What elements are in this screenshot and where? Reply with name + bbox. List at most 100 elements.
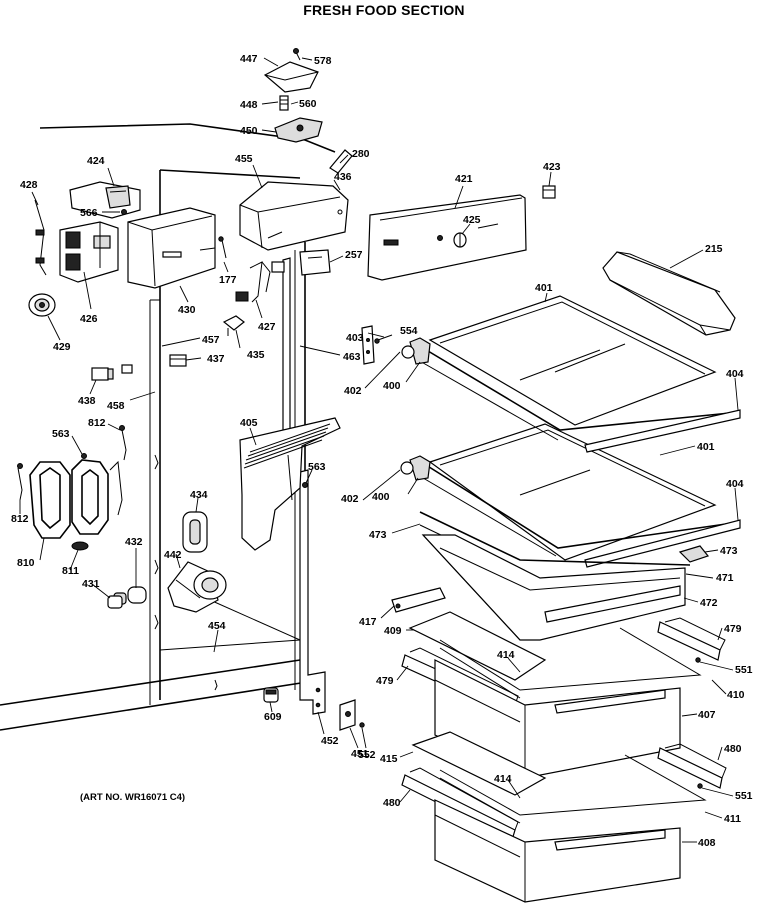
clip-437-part: [169, 354, 187, 367]
fan-blade-part: [28, 293, 56, 317]
shelf-rail-404b-part: [584, 519, 741, 568]
screw-551b-part: [697, 783, 703, 789]
callout-401-upper: 401: [535, 282, 553, 294]
callout-403: 403: [346, 332, 364, 344]
small-screw-part: [121, 209, 127, 215]
callout-414-upper: 414: [497, 649, 515, 661]
callout-411: 411: [724, 813, 741, 825]
shelf-support-403-part: [361, 325, 375, 365]
callout-812-lower: 812: [11, 513, 29, 525]
light-423-part: [542, 185, 556, 199]
plug-438-part: [91, 367, 114, 381]
wire-connector-part: [235, 261, 285, 303]
callout-177: 177: [219, 274, 237, 286]
callout-402-upper: 402: [344, 385, 362, 397]
slide-479a-part: [657, 617, 726, 661]
shelf-frame-lower-part: [400, 455, 741, 557]
control-box-part: [127, 207, 216, 289]
callout-423: 423: [543, 161, 561, 173]
screw-554-part: [374, 334, 393, 344]
callout-400-upper: 400: [383, 380, 401, 392]
control-housing-part: [239, 181, 349, 251]
callout-427: 427: [258, 321, 276, 333]
callout-402-lower: 402: [341, 493, 359, 505]
callout-566: 566: [80, 207, 98, 219]
callout-554: 554: [400, 325, 418, 337]
callout-458: 458: [107, 400, 125, 412]
crisper-drawer-407-part: [434, 659, 681, 779]
callout-479-right: 479: [724, 623, 742, 635]
knob-425-part: [453, 232, 467, 248]
callout-labels: 447 578 448 560 450 280 424 455 436 428 …: [11, 53, 753, 849]
callout-215: 215: [705, 243, 723, 255]
screw-177-part: [218, 236, 227, 259]
socket-431-part: [107, 595, 123, 609]
fan-motor-part: [69, 181, 141, 219]
evaporator-cover-part: [59, 221, 119, 283]
damper-434-part: [182, 511, 208, 553]
callout-455: 455: [235, 153, 253, 165]
callout-471: 471: [716, 572, 734, 584]
callout-408: 408: [698, 837, 716, 849]
callout-563-left: 563: [52, 428, 70, 440]
crisper-glass-409-part: [408, 611, 547, 681]
callout-454: 454: [208, 620, 226, 632]
callout-578: 578: [314, 55, 332, 67]
callout-280: 280: [352, 148, 370, 160]
lower-glass-shelf-part: [428, 423, 717, 561]
pan-frame-414b-part: [439, 754, 707, 824]
callout-563-mid: 563: [308, 461, 326, 473]
bracket-451-part: [339, 699, 356, 731]
callout-430: 430: [178, 304, 196, 316]
callout-457: 457: [202, 334, 220, 346]
callout-473-left: 473: [369, 529, 387, 541]
crisper-pan-upper-part: [421, 534, 686, 641]
clip-812-part: [17, 425, 127, 501]
callout-442: 442: [164, 549, 182, 561]
callout-438: 438: [78, 395, 96, 407]
callout-425: 425: [463, 214, 481, 226]
callout-479-left: 479: [376, 675, 394, 687]
callout-407: 407: [698, 709, 716, 721]
callout-415: 415: [380, 753, 398, 765]
callout-448: 448: [240, 99, 258, 111]
wire-harness-part: [34, 199, 47, 276]
shelf-frame-upper-part: [401, 337, 741, 441]
pan-frame-414a-part: [439, 627, 702, 699]
callout-437: 437: [207, 353, 225, 365]
thermostat-part: [299, 249, 331, 276]
callout-257: 257: [345, 249, 363, 261]
callout-552: 552: [358, 749, 376, 761]
screw-552-part: [359, 722, 365, 728]
light-shield-part: [263, 61, 319, 93]
hinge-609-part: [263, 687, 279, 703]
callout-560: 560: [299, 98, 317, 110]
crisper-glass-415-part: [411, 731, 547, 796]
slide-480a-part: [657, 743, 727, 789]
callout-424: 424: [87, 155, 105, 167]
callout-405: 405: [240, 417, 258, 429]
callout-435: 435: [247, 349, 265, 361]
label-square-part: [121, 364, 133, 374]
drawer-guide-417-part: [391, 587, 446, 613]
callout-609: 609: [264, 711, 282, 723]
callout-480-left: 480: [383, 797, 401, 809]
callout-480-right: 480: [724, 743, 742, 755]
switch-part: [222, 315, 245, 336]
callout-417: 417: [359, 616, 377, 628]
callout-428: 428: [20, 179, 38, 191]
art-number: (ART NO. WR16071 C4): [80, 792, 186, 803]
shelf-rail-404a-part: [584, 409, 741, 453]
screw-part: [293, 48, 301, 61]
callout-421: 421: [455, 173, 473, 185]
cabinet-liner: [0, 123, 336, 731]
callout-414-lower: 414: [494, 773, 512, 785]
socket-bracket-part: [274, 117, 323, 143]
bin-215-part: [602, 251, 736, 336]
callout-473-right: 473: [720, 545, 738, 557]
callout-551-upper: 551: [735, 664, 753, 676]
callout-401-lower: 401: [697, 441, 715, 453]
screw-553-part: [302, 482, 308, 488]
callout-810: 810: [17, 557, 35, 569]
callout-451: 451: [351, 748, 369, 760]
